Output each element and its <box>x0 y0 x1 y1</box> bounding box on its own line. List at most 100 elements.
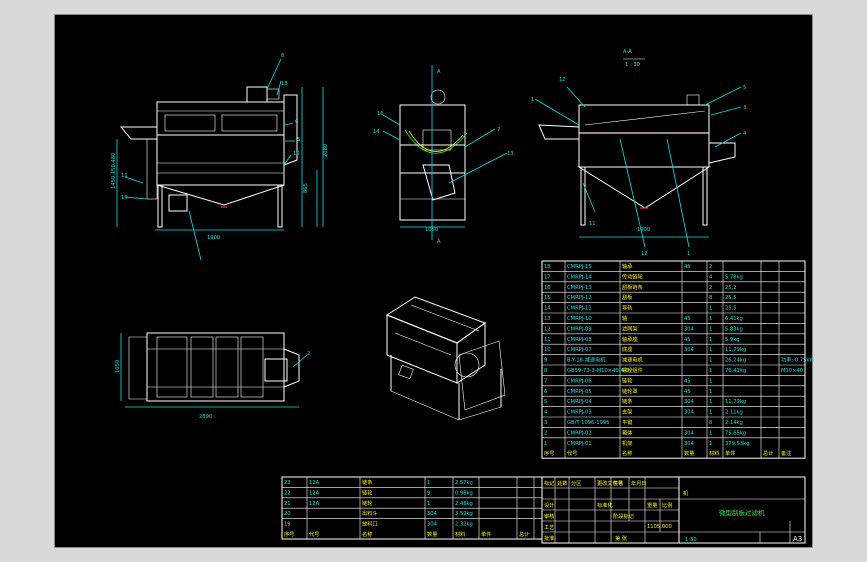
plan-view <box>120 332 308 408</box>
bom-main-cell: CMRPJ-15 <box>567 264 592 270</box>
bom-main-cell: 14 <box>544 306 551 312</box>
bom-main-cell: 45 <box>684 264 691 270</box>
bom-main-cell: 26.24kg <box>725 358 746 364</box>
bom-main-cell: 12 <box>544 326 551 332</box>
iso-view <box>385 296 506 421</box>
bom-lower-cell: 3.59kg <box>455 511 473 517</box>
bom-main-cell: 25.5 <box>725 295 737 301</box>
title-block-cell: 第 张 <box>615 534 628 542</box>
section-balloon: 1 <box>531 97 534 103</box>
company-name: 机 <box>683 489 689 497</box>
drawing-title: 微型刮板过滤机 <box>719 508 765 517</box>
annotation-layer: 190020808651450,150,480818651011191050AA… <box>111 49 747 420</box>
bom-main-cell: 2 <box>709 285 712 291</box>
bom-main-cell: 2.11kg <box>725 410 743 416</box>
bom-lower-header-cell: 数量 <box>427 530 437 538</box>
bom-main-cell: 304 <box>684 441 695 447</box>
bom-main-cell: 支架 <box>622 408 632 416</box>
bom-main-cell: CMRPJ-04 <box>567 399 592 405</box>
front-balloon: 18 <box>281 81 288 87</box>
bom-main-header-cell: 名称 <box>622 449 632 457</box>
bom-main-cell: 13 <box>544 316 551 322</box>
title-block-cell: 设计 <box>544 501 554 509</box>
bom-main-cell: 刮板链条 <box>622 283 643 291</box>
section-scale: 1 : 30 <box>625 62 640 68</box>
front-balloon: 6 <box>295 119 298 125</box>
bom-main-cell: 2 <box>544 430 547 436</box>
bom-main-header-cell: 数量 <box>684 449 694 457</box>
bom-main-cell: 传动链轮 <box>622 272 643 280</box>
bom-main-cell: 轴承 <box>622 262 633 270</box>
bom-lower-cell: 20 <box>284 511 291 517</box>
side-width-dimension: 1050 <box>425 227 438 233</box>
title-block-cell: 标准化 <box>597 501 613 509</box>
bom-main-cell: 11.79kg <box>725 399 746 405</box>
bom-lower-cell: 2.48kg <box>455 501 473 507</box>
bom-main-cell: 滤网架 <box>622 324 638 332</box>
bom-lower-header-cell: 名称 <box>362 530 372 538</box>
title-block-cell: 阶段标记 <box>613 512 634 520</box>
bom-main-cell: 6.41kg <box>725 316 743 322</box>
bom-main-cell: 18 <box>544 264 551 270</box>
bom-main-cell: 45 <box>684 337 691 343</box>
bom-main-cell: 1 <box>709 399 712 405</box>
side-section-mark-bottom: A <box>437 239 441 245</box>
bom-lower-cell: 12A <box>309 480 320 486</box>
bom-main-cell: CMRPJ-09 <box>567 326 592 332</box>
bom-main-cell: 15 <box>544 295 551 301</box>
scale-value: 1:30 <box>685 537 697 543</box>
bom-lower-cell: 链轮 <box>362 499 372 507</box>
bom-main-cell: 2 <box>709 264 712 270</box>
title-block-cell: 1105.000 <box>647 524 672 530</box>
front-sub-dimension: 865 <box>303 183 309 193</box>
bom-lower-cell: 出料斗 <box>362 509 378 517</box>
bom-main-cell: GB/T 1096-1995 <box>567 420 609 426</box>
bom-main-cell: 304 <box>684 347 695 353</box>
bom-main-cell: 1 <box>709 306 712 312</box>
bom-lower-cell: 2.57kg <box>455 480 473 486</box>
side-view <box>382 65 508 240</box>
bom-main-cell: 11.79kg <box>725 347 746 353</box>
bom-main-header-cell: 总计 <box>763 449 773 457</box>
section-title: A-A <box>623 49 632 55</box>
bom-main-cell: CMRPJ-08 <box>567 337 592 343</box>
bom-main-cell: 1 <box>709 410 712 416</box>
bom-main-header-cell: 材料 <box>709 449 719 457</box>
bom-main-cell: 减速电机 <box>622 356 644 364</box>
side-balloon: 14 <box>373 129 380 135</box>
bom-main-cell: 9 <box>544 358 547 364</box>
bom-main-cell: 25.5 <box>725 306 737 312</box>
bom-main-cell: 5 <box>544 399 547 405</box>
bom-main-cell: 76.41kg <box>725 368 746 374</box>
title-block-cell: 审核 <box>544 512 554 520</box>
bom-main-cell: 导轨 <box>622 304 632 312</box>
bom-main-cell: 8 <box>544 368 547 374</box>
front-balloon: 19 <box>121 195 128 201</box>
side-section-mark-top: A <box>437 69 441 75</box>
bom-main-cell: 379.53kg <box>725 441 749 447</box>
bom-main-cell: 机架 <box>622 439 632 447</box>
bom-lower-header-cell: 材料 <box>455 530 465 538</box>
bom-main-cell: 链条 <box>622 397 632 405</box>
front-height-dimension: 2080 <box>323 144 329 157</box>
bom-main-cell: 45 <box>684 378 691 384</box>
bom-main-cell: CMRPJ-07 <box>567 347 592 353</box>
section-balloon: 12 <box>641 251 648 257</box>
bom-lower-header-cell: 序号 <box>284 530 294 538</box>
front-balloon: 5 <box>297 137 300 143</box>
bom-main-cell: M10×40 <box>781 368 803 374</box>
bom-main-cell: CMRPJ-13 <box>567 285 592 291</box>
bom-main-cell: 16 <box>544 285 551 291</box>
title-block-cell: 处数 <box>557 479 568 487</box>
front-balloon: 8 <box>281 53 284 59</box>
bom-lower-cell: 12A <box>309 501 320 507</box>
side-balloon: 7 <box>497 127 500 133</box>
bom-main-cell: CMRPJ-11 <box>567 306 592 312</box>
bom-main-cell: 7 <box>544 378 547 384</box>
bom-main-cell: 17 <box>544 274 551 280</box>
bom-lower-cell: 12A <box>309 490 320 496</box>
bom-main-header-cell: 备注 <box>781 449 791 457</box>
bom-main-cell: 11 <box>544 337 551 343</box>
